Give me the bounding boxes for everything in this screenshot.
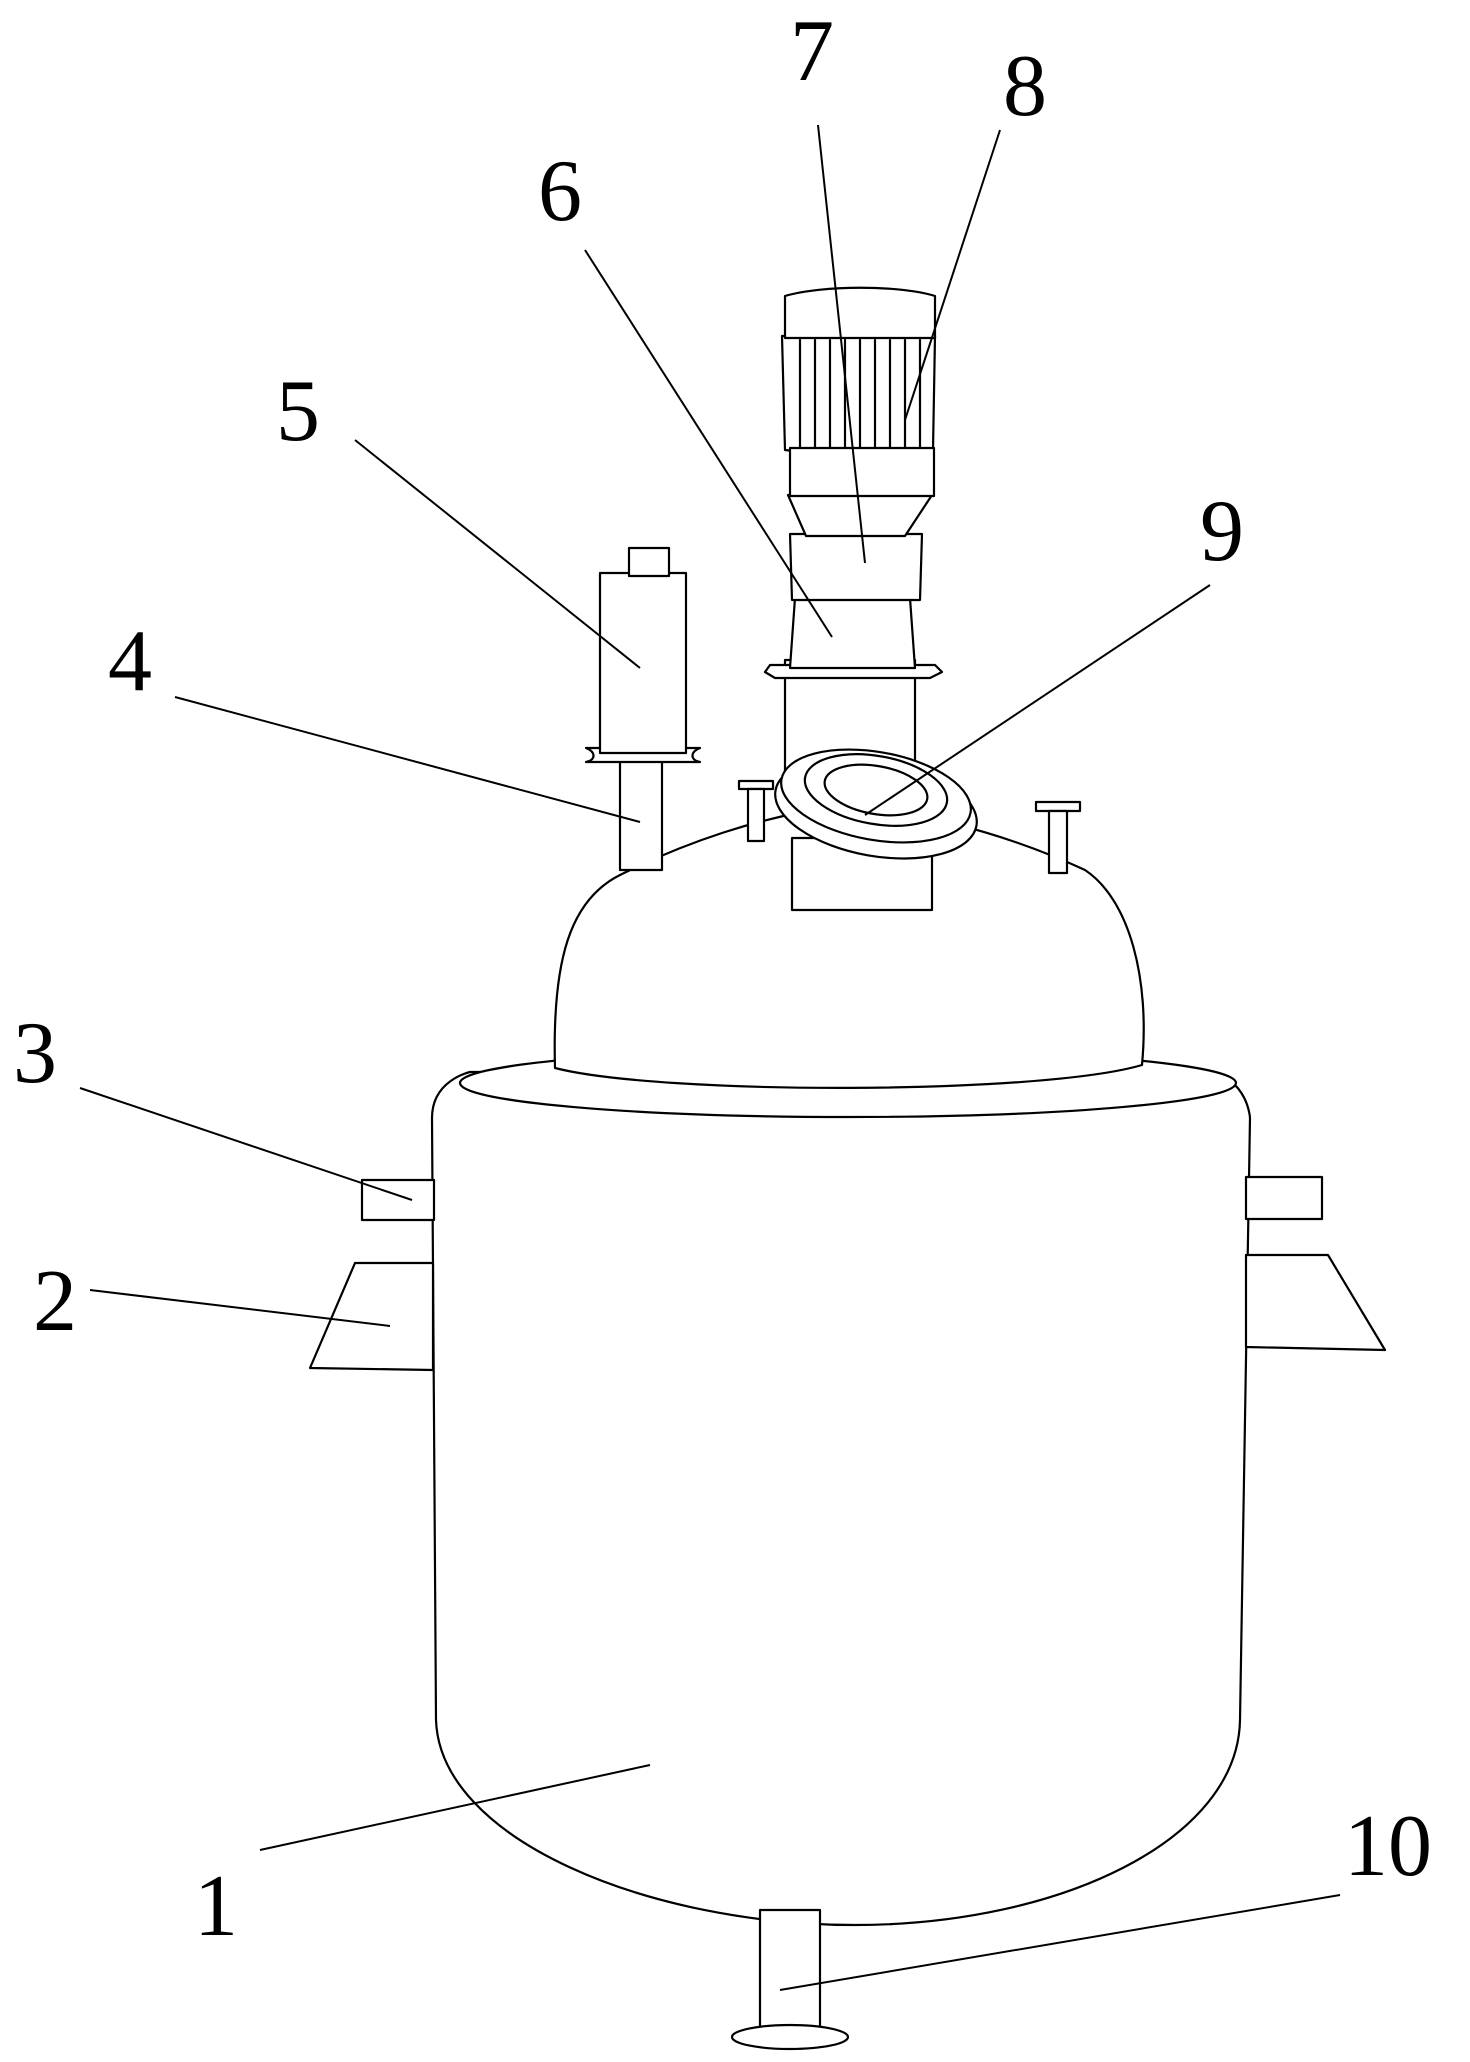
leader-2 [89, 1289, 391, 1327]
label-3: 3 [13, 1005, 57, 1102]
label-6: 6 [538, 143, 582, 240]
leader-3 [79, 1087, 413, 1201]
label-4: 4 [108, 613, 152, 710]
leader-4 [174, 696, 641, 823]
leader-7 [817, 124, 866, 564]
leader-6 [584, 249, 833, 638]
coupling [788, 596, 917, 670]
label-8: 8 [1003, 38, 1047, 135]
leader-8 [904, 129, 1001, 421]
feed-pipe [618, 758, 664, 872]
label-7: 7 [790, 3, 834, 100]
label-5: 5 [276, 363, 320, 460]
leader-5 [354, 439, 641, 669]
manhole [774, 748, 978, 860]
bracket-left [308, 1261, 435, 1372]
leader-1 [259, 1764, 651, 1851]
leader-9 [864, 584, 1211, 816]
label-2: 2 [33, 1253, 77, 1350]
leader-10 [779, 1894, 1341, 1991]
vessel-body [430, 1070, 1252, 1927]
filter-column [584, 546, 702, 764]
label-1: 1 [194, 1858, 238, 1955]
label-10: 10 [1344, 1798, 1432, 1895]
bracket-right [1244, 1253, 1387, 1352]
nozzle-right [1034, 800, 1082, 875]
reference-numerals: 1 2 3 4 5 6 7 8 9 10 [13, 3, 1432, 1955]
gearbox [788, 532, 924, 602]
leader-lines [79, 124, 1341, 1991]
label-9: 9 [1200, 483, 1244, 580]
motor [780, 286, 937, 498]
dome-head [553, 803, 1145, 1089]
discharge-pipe [730, 1908, 850, 2051]
lug-right [1244, 1175, 1324, 1221]
nozzle-left [737, 779, 775, 843]
